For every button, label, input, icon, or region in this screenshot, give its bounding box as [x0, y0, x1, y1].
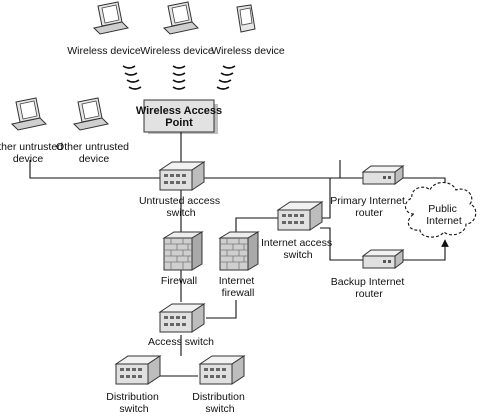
router-icon [361, 249, 405, 269]
wireless-device-2-label: Wireless device [140, 45, 214, 57]
link-backup-router-to-internet [400, 239, 449, 261]
link-internet-switch-to-primary-router [320, 177, 365, 219]
link-internet-firewall-to-internet-switch [235, 217, 278, 234]
internet-access-switch-label: Internet access switch [261, 237, 335, 261]
switch-icon [276, 201, 324, 231]
untrusted-access-switch-label: Untrusted access switch [139, 195, 223, 219]
laptop-icon [92, 1, 130, 35]
access-switch-label: Access switch [148, 336, 214, 348]
wireless-signal-icon [172, 65, 186, 90]
other-untrusted-1-label: Other untrusted device [0, 141, 66, 165]
router-icon [361, 165, 405, 185]
internet-firewall-label: Internet firewall [219, 275, 258, 299]
laptop-icon [10, 97, 48, 131]
link-internet-switch-to-backup-router [320, 227, 365, 261]
other-untrusted-2-label: Other untrusted device [56, 141, 132, 165]
access-point-label-2: Point [165, 117, 193, 129]
cloud-icon [404, 181, 477, 238]
wireless-device-1-label: Wireless device [67, 45, 141, 57]
primary-router-label: Primary Internet router [330, 195, 408, 219]
firewall-label: Firewall [161, 275, 197, 287]
switch-icon [198, 355, 246, 385]
switch-icon [158, 161, 206, 191]
wireless-signal-icon [122, 65, 142, 90]
pda-icon [236, 4, 256, 33]
firewall-icon [218, 231, 260, 271]
switch-icon [114, 355, 162, 385]
backup-router-label: Backup Internet router [331, 276, 407, 300]
link-internet-firewall-to-access-switch [206, 300, 237, 319]
distribution-switch-2-label: Distribution switch [192, 391, 247, 415]
access-point-label-1: Wireless Access [136, 105, 222, 117]
laptop-icon [162, 1, 200, 35]
wireless-signal-icon [216, 65, 236, 90]
distribution-switch-1-label: Distribution switch [106, 391, 161, 415]
laptop-icon [72, 97, 110, 131]
switch-icon [158, 303, 206, 333]
wireless-device-3-label: Wireless device [211, 45, 285, 57]
wireless-access-point: Wireless Access Point [136, 99, 222, 134]
firewall-icon [162, 231, 204, 271]
public-internet-label: Public Internet [426, 203, 462, 227]
